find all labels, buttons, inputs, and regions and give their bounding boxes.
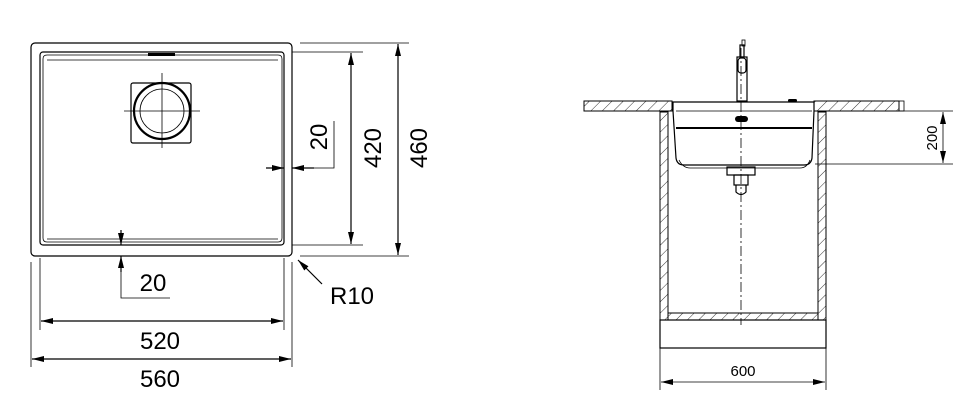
countertop-left xyxy=(583,100,673,112)
countertop-right xyxy=(813,100,900,112)
faucet xyxy=(736,39,748,102)
dimension-460: 460 xyxy=(300,42,433,257)
dim-label-460: 460 xyxy=(406,128,433,168)
dim-label-rim: 20 xyxy=(306,124,333,151)
top-view: 20 420 460 20 R10 xyxy=(30,42,433,393)
dim-label-600: 600 xyxy=(730,363,755,380)
sink-bowl-section xyxy=(672,101,815,166)
dim-label-200: 200 xyxy=(924,125,941,150)
overflow-icon xyxy=(735,116,748,122)
dim-label-radius: R10 xyxy=(330,283,374,310)
bowl-outline xyxy=(39,51,285,246)
cabinet-bottom xyxy=(667,312,819,321)
dim-label-420: 420 xyxy=(360,128,387,168)
dimension-radius: R10 xyxy=(297,259,374,310)
bowl-inner-outline xyxy=(42,54,283,243)
dimension-420: 420 xyxy=(292,51,387,246)
cabinet-wall-right xyxy=(817,111,827,321)
dimension-200: 200 xyxy=(815,110,953,165)
dim-label-520: 520 xyxy=(140,328,180,355)
cabinet-wall-left xyxy=(659,111,669,321)
side-view: 200 600 xyxy=(583,39,953,390)
dimension-rim-bottom: 20 xyxy=(118,230,170,299)
dim-label-560: 560 xyxy=(140,366,180,393)
dimension-520: 520 xyxy=(39,258,285,355)
dimension-rim-right: 20 xyxy=(266,121,335,171)
dim-label-rim-bottom: 20 xyxy=(140,270,167,297)
sink-outer-outline xyxy=(30,42,293,257)
dimension-560: 560 xyxy=(30,262,293,393)
overflow-slot xyxy=(148,53,175,56)
cabinet-plinth xyxy=(659,319,827,349)
dimension-600: 600 xyxy=(659,348,827,390)
